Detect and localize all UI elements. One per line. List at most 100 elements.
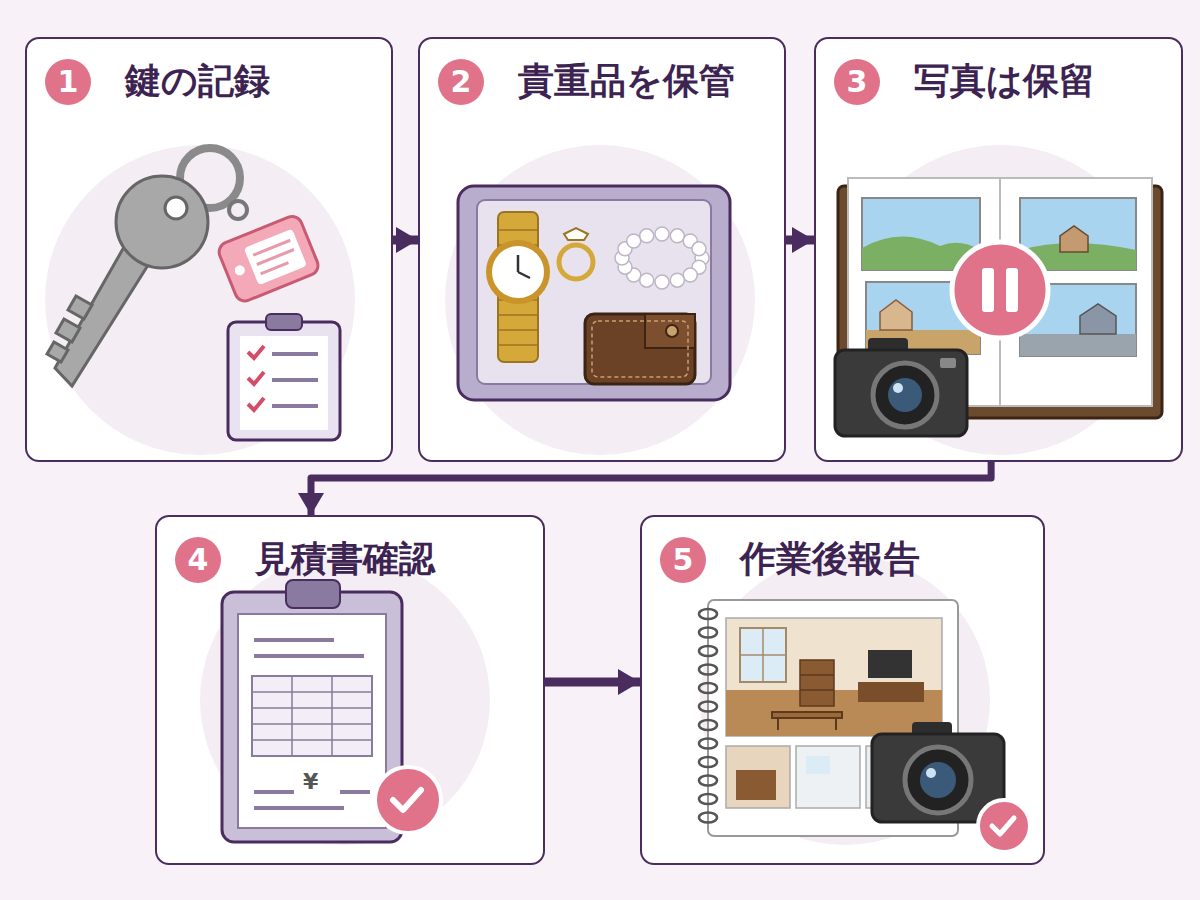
pearl-necklace — [670, 229, 684, 243]
step-number: 2 — [438, 59, 484, 105]
room-photo — [800, 660, 834, 706]
room-photo — [858, 682, 924, 702]
album-photo — [1080, 304, 1116, 334]
panel-ground — [25, 37, 393, 462]
key-icon — [47, 296, 92, 362]
key-tag — [244, 229, 307, 286]
step-number: 1 — [45, 59, 91, 105]
panel-ground — [418, 37, 786, 462]
pearl-necklace — [615, 227, 709, 289]
currency-mark: ¥ — [303, 769, 318, 794]
room-photo — [868, 650, 912, 678]
notebook-spiral — [699, 776, 717, 786]
pearl-necklace — [683, 268, 697, 282]
checklist-clipboard — [240, 336, 328, 430]
estimate-clipboard — [252, 676, 372, 756]
step-heading: 5 作業後報告 — [642, 517, 1043, 584]
pause-badge — [952, 242, 1048, 338]
flow-arrow — [393, 236, 418, 245]
camera — [835, 350, 967, 436]
checklist-clipboard — [228, 314, 340, 440]
pearl-necklace — [655, 227, 669, 241]
step-title: 貴重品を保管 — [518, 57, 735, 106]
wallet — [585, 314, 695, 384]
pause-badge — [952, 242, 1048, 338]
camera — [926, 768, 936, 778]
pearl-necklace — [692, 242, 706, 256]
step-heading: 2 貴重品を保管 — [420, 39, 784, 106]
room-photo — [800, 675, 834, 690]
notebook-spiral — [699, 757, 717, 767]
camera — [835, 338, 967, 436]
notebook-spiral — [699, 702, 717, 712]
notebook-spiral — [699, 609, 717, 823]
key-icon — [229, 201, 247, 219]
panel-ground — [640, 515, 1045, 865]
valuables-tray — [458, 186, 730, 400]
step-panel: 2 貴重品を保管 — [418, 37, 786, 462]
flow-arrow — [311, 462, 991, 515]
room-photo — [736, 770, 776, 800]
watch — [489, 212, 547, 362]
key-icon — [116, 176, 208, 268]
check-badge — [375, 767, 441, 833]
key-icon — [165, 197, 187, 219]
pearl-necklace — [655, 275, 669, 289]
watch — [518, 255, 530, 278]
camera — [905, 747, 971, 813]
step-title: 鍵の記録 — [125, 57, 270, 106]
soft-circle — [45, 145, 355, 455]
flow-arrow — [545, 678, 640, 687]
step-panel: 4見積書確認 — [155, 515, 545, 865]
soft-circle — [200, 555, 490, 845]
camera — [920, 762, 956, 798]
step-title: 作業後報告 — [740, 535, 920, 584]
album-photo — [880, 300, 912, 330]
album-photo — [1060, 226, 1088, 252]
checklist-clipboard — [272, 354, 318, 406]
step-number: 5 — [660, 537, 706, 583]
estimate-clipboard — [238, 614, 386, 828]
estimate-clipboard — [286, 580, 340, 608]
camera — [873, 363, 937, 427]
soft-circle — [700, 555, 990, 845]
camera — [888, 378, 922, 412]
check-badge — [978, 800, 1030, 852]
pause-badge — [982, 268, 994, 312]
notebook-spiral — [699, 665, 717, 675]
pearl-necklace — [627, 234, 641, 248]
valuables-tray — [458, 186, 730, 400]
step-heading: 4見積書確認 — [157, 517, 543, 584]
check-badge — [393, 790, 421, 810]
step-number: 4 — [175, 537, 221, 583]
album-photo — [1020, 334, 1136, 356]
watch — [489, 243, 547, 301]
estimate-clipboard — [254, 792, 370, 808]
panel-ground — [155, 515, 545, 865]
flow-arrow — [786, 236, 814, 245]
camera — [940, 358, 956, 368]
step-number: 3 — [834, 59, 880, 105]
valuables-tray — [477, 200, 711, 384]
wallet — [585, 314, 695, 384]
room-photo — [772, 712, 842, 730]
soft-circle — [445, 145, 755, 455]
step-heading: 1 鍵の記録 — [27, 39, 391, 106]
pearl-necklace — [670, 273, 684, 287]
step-panel: 5 作業後報告 — [640, 515, 1045, 865]
pearl-necklace — [640, 273, 654, 287]
room-photo — [806, 756, 830, 774]
estimate-clipboard — [252, 676, 372, 756]
camera — [893, 383, 903, 393]
wallet — [592, 321, 688, 377]
room-photo — [726, 618, 942, 736]
step-heading: 3写真は保留 — [816, 39, 1181, 106]
ring — [559, 228, 593, 279]
room-photo — [740, 628, 786, 682]
pause-badge — [1006, 268, 1018, 312]
check-badge — [375, 767, 441, 833]
notebook-spiral — [699, 628, 717, 638]
